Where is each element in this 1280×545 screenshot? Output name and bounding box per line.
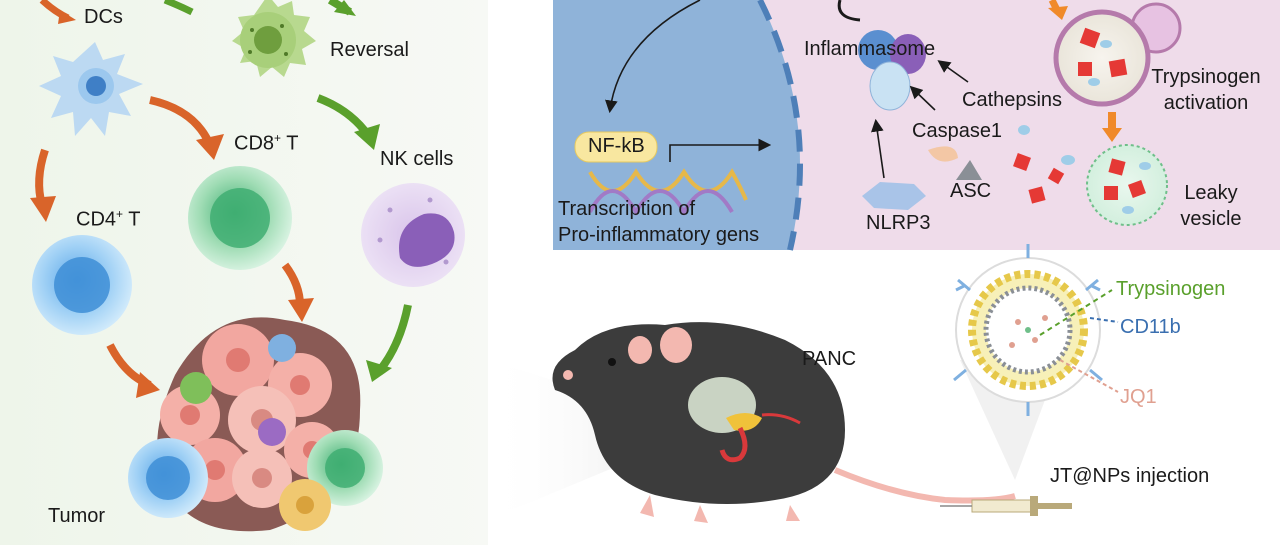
mouse-icon — [552, 322, 1016, 523]
reversal-label: Reversal — [330, 39, 409, 61]
nk-cell-icon — [361, 183, 465, 287]
arrow-to-nfkb — [605, 0, 701, 114]
nfkb-badge — [574, 131, 658, 163]
asc-label: ASC — [950, 180, 992, 202]
leaky-vesicle-icon — [1086, 144, 1168, 226]
cd8-label: CD8+ T — [234, 131, 299, 155]
leaky-vesicle-line1: Leaky — [1184, 182, 1238, 204]
trypsinogen-activation-line1: Trypsinogen — [1151, 66, 1261, 88]
arrow-nlrp3-to-inflammasome — [871, 118, 885, 179]
tumor-label: Tumor — [48, 505, 106, 527]
treatment-panel — [488, 244, 1119, 523]
reversal-cell-icon — [232, 0, 316, 77]
tumor-cluster-icon — [128, 317, 383, 532]
cathepsins-label: Cathepsins — [962, 89, 1063, 111]
cd4-t-cell-icon — [32, 235, 132, 335]
transcription-arrow — [669, 138, 772, 162]
cd8-t-cell-icon — [188, 166, 292, 270]
nlrp3-label: NLRP3 — [866, 212, 931, 234]
nfkb-label: NF-kB — [588, 135, 645, 157]
dna-helix-icon — [588, 168, 748, 217]
caspase1-icon — [928, 146, 958, 162]
activation-vesicle-icon — [1053, 2, 1182, 107]
dc-cell-icon — [39, 42, 143, 136]
arrow-nk-to-tumor — [376, 304, 412, 373]
arrow-cathepsins-to-inflammasome — [937, 60, 969, 83]
dcs-label: DCs — [84, 6, 123, 28]
cd11b-label: CD11b — [1120, 316, 1181, 338]
mechanism-panel — [553, 0, 1280, 251]
immune-panel — [0, 0, 488, 545]
transcription-line2: Pro-inflammatory gens — [558, 224, 760, 246]
injection-label: JT@NPs injection — [1050, 465, 1210, 487]
arrow-caspase-to-inflammasome — [909, 85, 936, 111]
arrow-reversal-left — [163, 0, 194, 16]
inflammasome-label: Inflammasome — [804, 38, 936, 60]
jq1-label: JQ1 — [1120, 386, 1157, 408]
transcription-line1: Transcription of — [558, 198, 696, 220]
asc-icon — [956, 160, 982, 180]
nlrp3-icon — [862, 182, 926, 210]
nk-cells-label: NK cells — [380, 148, 454, 170]
inflammasome-icon — [858, 30, 926, 111]
leaky-vesicle-line2: vesicle — [1180, 208, 1242, 230]
trypsinogen-label: Trypsinogen — [1116, 278, 1226, 300]
spray-cone — [488, 360, 680, 520]
leader-cd11b — [1089, 317, 1119, 323]
caspase1-label: Caspase1 — [912, 120, 1003, 142]
nanoparticle-icon — [953, 244, 1103, 416]
panc-label: PANC — [802, 348, 857, 370]
trypsinogen-activation-line2: activation — [1163, 92, 1249, 114]
syringe-icon — [940, 496, 1072, 516]
cd4-label: CD4+ T — [76, 207, 141, 231]
